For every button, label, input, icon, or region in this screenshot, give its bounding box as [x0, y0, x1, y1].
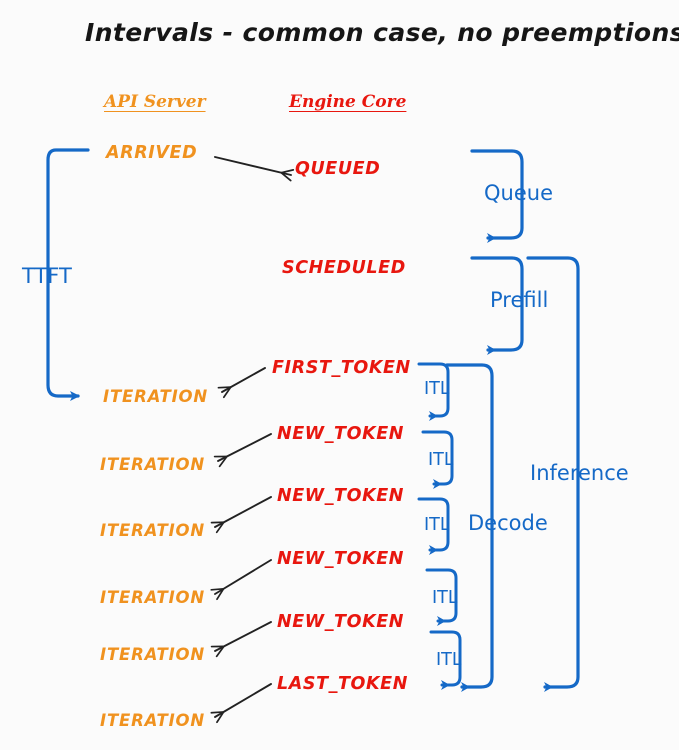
- state-new-token-4: NEW_TOKEN: [277, 612, 405, 632]
- state-new-token-3: NEW_TOKEN: [277, 549, 405, 569]
- interval-label-decode: Decode: [468, 511, 548, 535]
- interval-label-ttft: TTFT: [22, 264, 72, 288]
- interval-label-itl-3: ITL: [424, 515, 450, 535]
- state-new-token-1: NEW_TOKEN: [277, 424, 405, 444]
- interval-bracket-ttft: [46, 148, 90, 401]
- diagram-title: Intervals - common case, no preemptions: [85, 18, 679, 47]
- interval-bracket-itl-4: [425, 568, 458, 626]
- state-first-token: FIRST_TOKEN: [272, 358, 411, 378]
- transition-arrow-arrived-to-queued: [214, 156, 295, 182]
- interval-bracket-prefill: [470, 256, 524, 355]
- state-queued: QUEUED: [295, 159, 381, 179]
- state-arrived: ARRIVED: [106, 143, 198, 163]
- state-iteration-2: ITERATION: [100, 455, 205, 474]
- interval-bracket-itl-2: [421, 430, 454, 489]
- state-iteration-3: ITERATION: [100, 521, 205, 540]
- interval-bracket-itl-5: [429, 630, 462, 690]
- state-iteration-4: ITERATION: [100, 588, 205, 607]
- state-iteration-1: ITERATION: [103, 387, 208, 406]
- interval-label-queue: Queue: [484, 181, 553, 205]
- interval-bracket-decode: [445, 363, 494, 692]
- interval-bracket-queue: [470, 149, 524, 243]
- transition-arrow-last-token-to-iteration-6: [210, 683, 272, 724]
- state-iteration-5: ITERATION: [100, 645, 205, 664]
- interval-label-inference: Inference: [530, 461, 629, 485]
- column-header-engine-core: Engine Core: [289, 92, 407, 112]
- transition-arrow-new-token-1-to-iteration-2: [213, 433, 272, 468]
- interval-label-itl-2: ITL: [428, 450, 454, 470]
- interval-bracket-itl-3: [417, 497, 450, 555]
- interval-bracket-inference: [526, 256, 580, 692]
- state-iteration-6: ITERATION: [100, 711, 205, 730]
- interval-label-itl-1: ITL: [424, 379, 450, 399]
- transition-arrow-first-token-to-iteration-1: [217, 367, 266, 399]
- state-new-token-2: NEW_TOKEN: [277, 486, 405, 506]
- interval-label-itl-5: ITL: [436, 650, 462, 670]
- state-scheduled: SCHEDULED: [282, 258, 406, 278]
- transition-arrow-new-token-3-to-iteration-4: [210, 559, 272, 601]
- transition-arrow-new-token-4-to-iteration-5: [210, 621, 272, 658]
- transition-arrow-new-token-2-to-iteration-3: [210, 496, 272, 534]
- state-last-token: LAST_TOKEN: [277, 674, 408, 694]
- interval-label-prefill: Prefill: [490, 288, 549, 312]
- interval-label-itl-4: ITL: [432, 588, 458, 608]
- column-header-api-server: API Server: [104, 92, 206, 112]
- interval-bracket-itl-1: [417, 362, 450, 421]
